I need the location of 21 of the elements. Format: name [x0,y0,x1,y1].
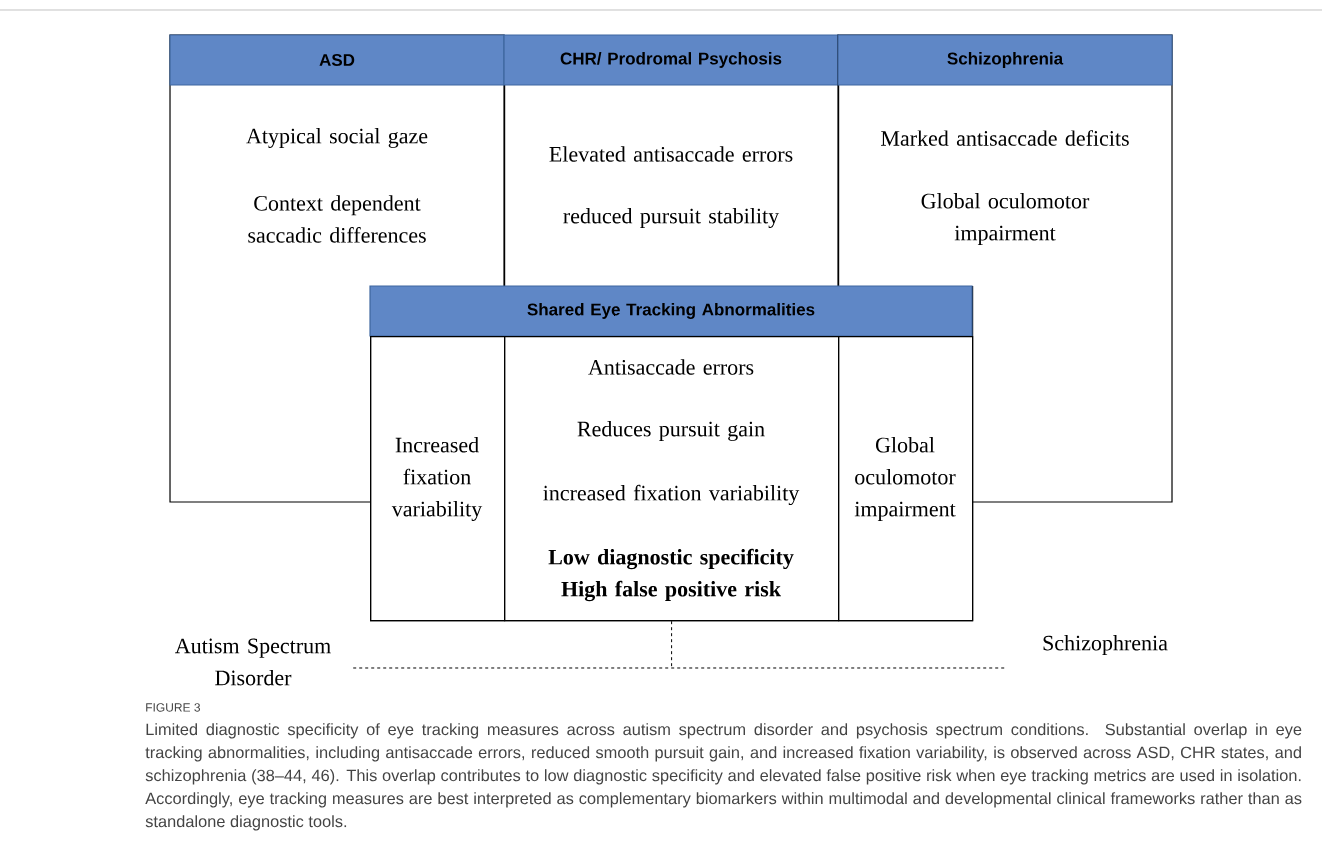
caption-text: Limited diagnostic specificity of eye tracking measures across autism spectrum disorder and psychosis spectrum conditions. Substantial overlap in eye tracking abnormalities, including antisaccade errors, reduced smooth pursuit gain, and increased fixation variability, is observed across ASD, CHR states, and schizophrenia (38–44, 46). This overlap contributes to low diagnostic specificity and elevated false positive risk when eye tracking metrics are used in isolation. Accordingly, eye tracking measures are best interpreted as complementary biomarkers within multimodal and developmental clinical frameworks rather than as standalone diagnostic tools. [145,723,1302,831]
header-bar: CHR/ Prodromal Psychosis [503,34,839,86]
cell-text: increased fixation variability [543,484,800,506]
cell-text: Global oculomotor impairment [854,437,956,521]
header-bar: ASD [169,34,505,86]
cell-text: Elevated antisaccade errors [549,146,793,162]
cell-text: Low diagnostic specificity [548,548,794,570]
cell-text: Global oculomotor impairment [921,193,1090,245]
cell-text: Reduces pursuit gain [577,421,765,441]
figure-label: FIGURE 3 [146,703,200,712]
cell-text: Marked antisaccade deficits [881,130,1129,146]
cell-text: reduced pursuit stability [563,208,780,228]
header-bar: Shared Eye Tracking Abnormalities [369,285,973,337]
cell-text: Context dependent saccadic differences [248,195,426,243]
cell-text: Autism Spectrum Disorder [175,638,331,686]
cell-text: High false positive risk [561,580,781,602]
cell-text: Antisaccade errors [588,359,754,375]
header-bar: Schizophrenia [837,34,1173,86]
cell-text: Increased fixation variability [391,437,483,521]
cell-text: Atypical social gaze [246,128,428,148]
cell-text: Schizophrenia [1043,635,1168,655]
